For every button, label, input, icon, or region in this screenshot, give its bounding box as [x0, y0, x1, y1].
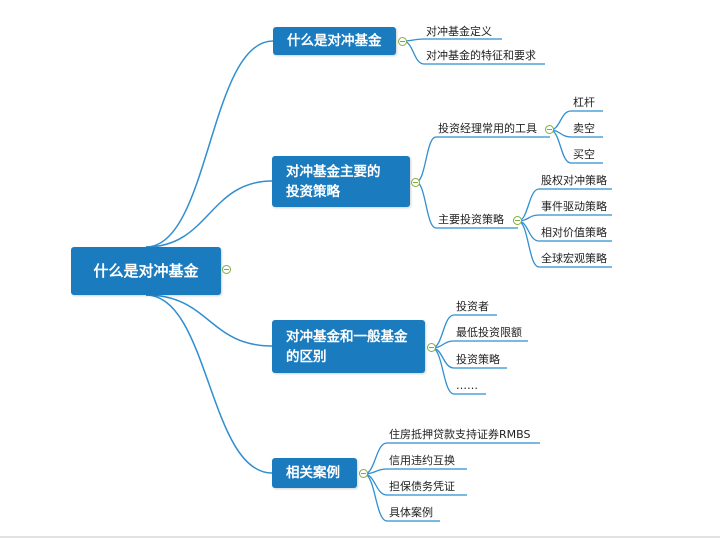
branch-node-label: 相关案例 — [286, 465, 340, 481]
leaf-item[interactable]: 投资策略 — [456, 353, 500, 366]
leaf-item[interactable]: 最低投资限额 — [456, 326, 522, 339]
leaf-item[interactable]: 住房抵押贷款支持证券RMBS — [389, 428, 531, 441]
leaf-item[interactable]: …… — [456, 379, 478, 392]
collapse-icon[interactable] — [513, 216, 522, 225]
collapse-icon[interactable] — [398, 37, 407, 46]
leaf-item[interactable]: 卖空 — [573, 122, 595, 135]
connector-line — [431, 347, 455, 395]
leaf-item[interactable]: 具体案例 — [389, 506, 433, 519]
connector-line — [363, 473, 388, 496]
branch-node-cases[interactable]: 相关案例 — [272, 458, 357, 488]
branch-node-label: 什么是对冲基金 — [287, 33, 382, 49]
collapse-icon[interactable] — [545, 125, 554, 134]
leaf-item[interactable]: 对冲基金定义 — [426, 25, 492, 38]
connector-line — [145, 40, 274, 248]
collapse-icon[interactable] — [222, 265, 231, 274]
leaf-item[interactable]: 全球宏观策略 — [541, 252, 607, 265]
leaf-item[interactable]: 担保债务凭证 — [389, 480, 455, 493]
leaf-item[interactable]: 杠杆 — [573, 96, 595, 109]
branch-node-label: 对冲基金和一般基金 的区别 — [286, 328, 408, 365]
leaf-item[interactable]: 投资者 — [456, 300, 489, 313]
collapse-icon[interactable] — [427, 343, 436, 352]
connector-line — [402, 40, 425, 65]
connector-line — [431, 314, 455, 349]
connector-line — [549, 129, 572, 164]
subbranch-item[interactable]: 主要投资策略 — [438, 213, 504, 226]
connector-line — [415, 136, 437, 183]
leaf-item[interactable]: 信用违约互换 — [389, 454, 455, 467]
connector-line — [145, 294, 273, 347]
root-node-label: 什么是对冲基金 — [93, 262, 199, 280]
leaf-item[interactable]: 对冲基金的特征和要求 — [426, 49, 536, 62]
leaf-item[interactable]: 相对价值策略 — [541, 226, 607, 239]
branch-node-strategies[interactable]: 对冲基金主要的 投资策略 — [272, 156, 410, 207]
collapse-icon[interactable] — [411, 178, 420, 187]
branch-node-label: 对冲基金主要的 投资策略 — [286, 163, 381, 200]
connector-line — [145, 294, 273, 474]
connector-line — [431, 347, 455, 369]
connector-line — [517, 220, 540, 242]
connector-line — [363, 473, 388, 522]
connector-line — [517, 220, 540, 268]
branch-node-difference[interactable]: 对冲基金和一般基金 的区别 — [272, 320, 425, 373]
branch-node-definition[interactable]: 什么是对冲基金 — [273, 27, 396, 55]
bottom-divider — [0, 536, 720, 538]
connector-line — [517, 188, 540, 222]
leaf-item[interactable]: 买空 — [573, 148, 595, 161]
leaf-item[interactable]: 事件驱动策略 — [541, 200, 607, 213]
collapse-icon[interactable] — [359, 469, 368, 478]
connector-line — [415, 181, 437, 229]
root-node[interactable]: 什么是对冲基金 — [71, 247, 221, 295]
connector-line — [145, 180, 273, 248]
subbranch-item[interactable]: 投资经理常用的工具 — [438, 122, 537, 135]
leaf-item[interactable]: 股权对冲策略 — [541, 174, 607, 187]
